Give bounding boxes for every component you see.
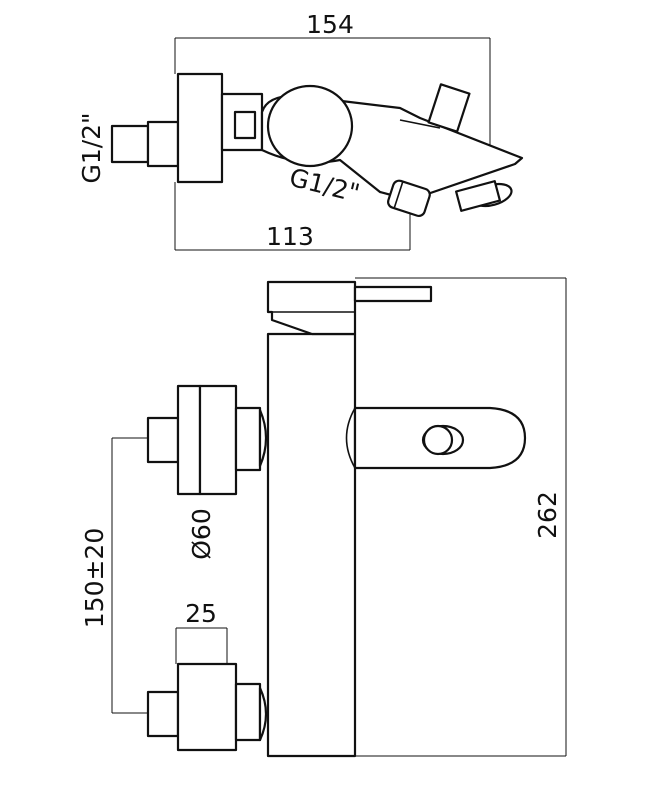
dim-overall-width-label: 154: [306, 10, 354, 39]
lever-handle-side: [353, 285, 433, 303]
top-view: 154 113 G1/2" G1/2": [77, 10, 524, 251]
upper-union-cap: [258, 408, 268, 468]
lower-inlet-nut: [146, 690, 180, 738]
inlet-connector-nut: [146, 120, 180, 168]
side-view: 262 150±20 Ø60 25: [80, 277, 567, 758]
lower-flange: [176, 662, 238, 752]
dim-outlet-offset-label: 113: [266, 222, 314, 251]
lower-inlet-assembly: [146, 662, 268, 752]
shower-outlet-fitting: [387, 179, 431, 218]
dim-overall-width-lines: [174, 37, 491, 160]
diverter-base-top: [454, 180, 502, 212]
dim-height-label: 262: [533, 491, 562, 539]
upper-flange-right: [198, 384, 238, 496]
lower-eccentric: [234, 682, 262, 742]
lever-stem-top: [399, 119, 441, 129]
lower-union-cap: [258, 686, 268, 742]
dim-inlet-spacing-label: 150±20: [80, 528, 109, 628]
body-stub-inner: [233, 110, 257, 140]
dim-flange-diameter-label: Ø60: [187, 508, 216, 560]
upper-inlet-nut: [146, 416, 180, 464]
lever-handle-top: [427, 83, 471, 133]
main-body-column: [266, 332, 357, 758]
dim-inlet-spacing-lines: [111, 437, 148, 714]
upper-inlet-assembly: [146, 384, 268, 496]
wall-flange-top: [176, 72, 224, 184]
dim-height-lines: [355, 277, 567, 757]
dim-nut-width-label: 25: [185, 599, 217, 628]
upper-flange-left: [176, 384, 202, 496]
upper-eccentric: [234, 406, 262, 472]
inlet-connector-small: [110, 124, 150, 164]
cartridge-disc-top: [266, 84, 354, 168]
dim-outlet-offset-lines: [174, 182, 411, 251]
cartridge-housing-side: [266, 280, 357, 336]
diverter-knob-cap: [422, 424, 454, 456]
spout-joint-curve: [345, 407, 356, 469]
thread-inlet-label: G1/2": [77, 112, 106, 183]
dim-nut-width-lines: [175, 627, 228, 664]
